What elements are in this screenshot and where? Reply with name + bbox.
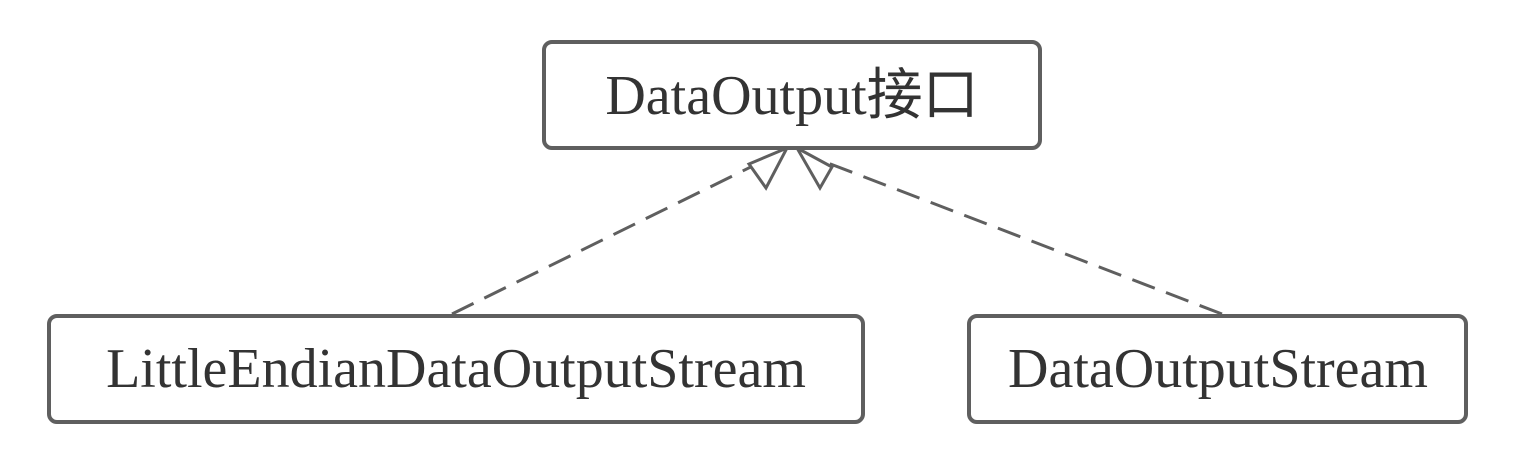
edges [451, 144, 1223, 316]
node-label: DataOutputStream [1008, 338, 1428, 400]
node-littleendiandataoutputstream[interactable]: LittleEndianDataOutputStream [47, 314, 865, 424]
node-dataoutput-interface[interactable]: DataOutput接口 [542, 40, 1042, 150]
realization-arrowhead-icon [793, 144, 835, 192]
edge-line [819, 158, 1223, 316]
edge-line [451, 158, 766, 316]
node-label: DataOutput接口 [605, 65, 978, 127]
node-box [542, 40, 1042, 150]
realization-arrowhead-icon [746, 144, 791, 191]
node-label: LittleEndianDataOutputStream [106, 338, 806, 400]
edge-dataoutputstream-to-dataoutput[interactable] [793, 144, 1223, 316]
node-box [967, 314, 1468, 424]
node-box [47, 314, 865, 424]
edge-littleendian-to-dataoutput[interactable] [451, 144, 791, 316]
node-dataoutputstream[interactable]: DataOutputStream [967, 314, 1468, 424]
